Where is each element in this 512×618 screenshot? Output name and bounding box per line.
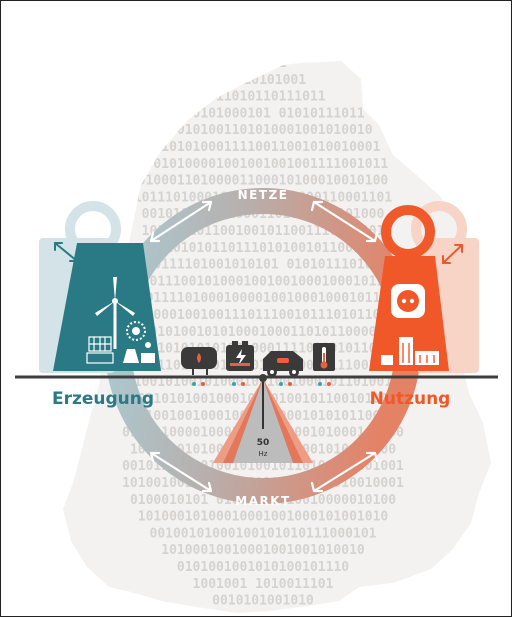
- binary-row: 1010101010100100011110110101100: [142, 342, 385, 357]
- scale-arrow-icon: [54, 242, 78, 262]
- balance-pivot: [259, 374, 267, 382]
- binary-row: 001010100011110011001010010001: [146, 140, 381, 155]
- binary-row: 00111101000100001001000100010110: [138, 291, 389, 306]
- double-arrow-icon: [149, 200, 213, 243]
- frequency-value: 50: [257, 438, 270, 448]
- building-windows: [402, 343, 435, 363]
- sun-icon: [126, 321, 146, 341]
- thermometer-icon: [313, 343, 335, 371]
- connector-dots: [192, 382, 331, 386]
- binary-row: 0011100101000100100100010001011: [142, 274, 385, 289]
- binary-row: 100101: [240, 56, 287, 71]
- electric-car-icon: [263, 351, 303, 377]
- generation-weight: [39, 201, 161, 373]
- consumption-weight: [369, 201, 479, 373]
- ring-arrows: [149, 200, 379, 493]
- binary-row: 00100101000100101010111000101: [150, 526, 377, 541]
- map-silhouette: [63, 61, 491, 613]
- binary-row: 01010101000101 01010111011: [161, 106, 365, 121]
- frequency-unit: Hz: [259, 450, 268, 458]
- binary-row: 10100010100010001001000101001010: [138, 510, 389, 525]
- double-arrow-icon: [312, 451, 377, 493]
- binary-row: 1001001 1010011101: [193, 577, 334, 592]
- frequency-gauge: 50 Hz: [213, 379, 313, 463]
- power-plant-icon: [123, 342, 155, 363]
- binary-row: 01000100100111011100101110101101: [138, 308, 389, 323]
- binary-row: 01110101001: [220, 73, 306, 88]
- binary-row: 0100101001101010001001010010: [153, 123, 372, 138]
- binary-row: 0010100101010001000110101100001: [142, 325, 385, 340]
- solar-panel-icon: [88, 336, 112, 352]
- binary-row: 0101001001010100101110: [177, 560, 349, 575]
- label-nutzung: Nutzung: [370, 389, 451, 409]
- binary-row: 0010101001010: [212, 594, 314, 609]
- ring-label-netze: NETZE: [238, 188, 289, 202]
- binary-row: 01000110100001100010100010010100: [138, 174, 389, 189]
- binary-row: 10010100001001001001001111001011: [138, 157, 389, 172]
- ring-label-markt: MARKT: [235, 494, 290, 508]
- binary-row: 10100010010001001001010010: [161, 543, 365, 558]
- binary-row: 1010111101001010101 01010111010110: [130, 258, 396, 273]
- label-erzeugung: Erzeugung: [52, 389, 154, 409]
- double-arrow-icon: [312, 200, 377, 243]
- heat-storage-icon: [181, 347, 217, 375]
- scale-arrow-icon: [442, 244, 463, 264]
- double-arrow-icon: [149, 451, 213, 493]
- battery-icon: [226, 341, 254, 371]
- binary-row: 1011010110111011: [200, 90, 325, 105]
- flexibility-icons: [181, 341, 335, 386]
- binary-row: 0101010101101110101001011001000: [142, 241, 385, 256]
